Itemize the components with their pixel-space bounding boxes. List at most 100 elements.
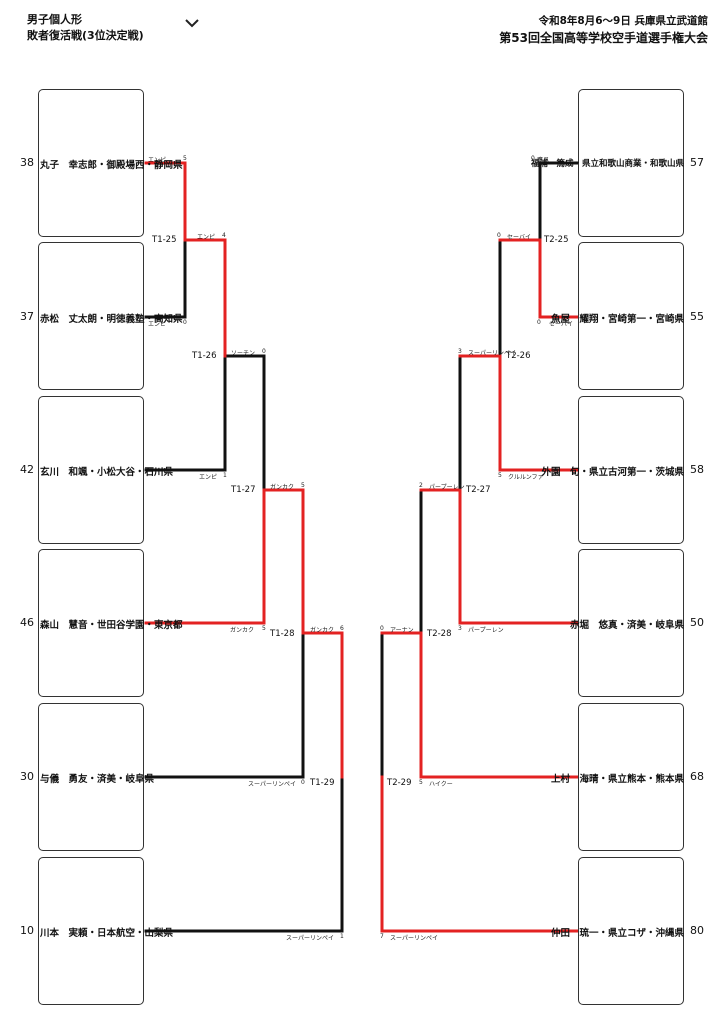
kata-name: ガンカク bbox=[230, 627, 255, 634]
kata-score: 6 bbox=[340, 625, 344, 632]
kata-name: パープーレン bbox=[429, 484, 465, 491]
kata-score: 5 bbox=[262, 625, 266, 632]
category-title: 男子個人形 bbox=[27, 13, 82, 26]
player-card-right-3[interactable] bbox=[578, 396, 684, 544]
match-label: T1-25 bbox=[152, 235, 177, 245]
header-right: 令和8年8月6～9日 兵庫県立武道館 第53回全国高等学校空手道選手権大会 bbox=[499, 14, 708, 47]
player-card-right-4[interactable] bbox=[578, 549, 684, 697]
kata-score: 0 bbox=[380, 625, 384, 632]
kata-name: ハイクー bbox=[429, 781, 453, 788]
date-venue: 令和8年8月6～9日 兵庫県立武道館 bbox=[538, 15, 708, 27]
player-card-right-5[interactable] bbox=[578, 703, 684, 851]
winner-line bbox=[380, 775, 579, 933]
kata-score: 3 bbox=[458, 348, 462, 355]
kata-name: ガンカク bbox=[270, 484, 295, 491]
player-card-right-6[interactable] bbox=[578, 857, 684, 1005]
player-name: 赤松 丈太朗・明徳義塾・高知県 bbox=[40, 314, 183, 325]
kata-score: 0 bbox=[497, 232, 501, 239]
player-card-left-4[interactable] bbox=[38, 549, 144, 697]
seed-number: 68 bbox=[690, 770, 704, 783]
seed-number: 37 bbox=[20, 310, 34, 323]
subtitle: 敗者復活戦(3位決定戦) bbox=[27, 29, 144, 42]
seed-number: 30 bbox=[20, 770, 34, 783]
seed-number: 80 bbox=[690, 924, 704, 937]
kata-score: 7 bbox=[380, 933, 384, 940]
kata-name: エンピ bbox=[148, 157, 167, 164]
kata-score: 2 bbox=[419, 482, 423, 489]
header-left: 男子個人形 敗者復活戦(3位決定戦) bbox=[27, 12, 144, 44]
player-card-left-3[interactable] bbox=[38, 396, 144, 544]
match-label: T2-29 bbox=[387, 778, 412, 788]
player-name: 玄川 和颯・小松大谷・石川県 bbox=[40, 467, 174, 478]
bracket-line bbox=[223, 354, 266, 492]
kata-score: 0 bbox=[183, 319, 187, 326]
winner-line bbox=[144, 161, 227, 358]
player-card-left-6[interactable] bbox=[38, 857, 144, 1005]
kata-score: 5 bbox=[183, 155, 187, 162]
player-name: 与儀 勇友・済美・岐阜県 bbox=[40, 774, 155, 785]
match-label: T1-28 bbox=[270, 629, 295, 639]
kata-score: 4 bbox=[222, 232, 226, 239]
seed-number: 50 bbox=[690, 616, 704, 629]
kata-name: ソーチン bbox=[231, 350, 256, 357]
player-card-left-5[interactable] bbox=[38, 703, 144, 851]
seed-number: 46 bbox=[20, 616, 34, 629]
match-label: T2-26 bbox=[506, 351, 531, 361]
player-card-right-1[interactable] bbox=[578, 89, 684, 237]
player-name: 外園 旬・県立古河第一・茨城県 bbox=[541, 467, 684, 478]
kata-score: 5 bbox=[498, 472, 502, 479]
match-label: T2-27 bbox=[466, 485, 491, 495]
match-label: T2-28 bbox=[427, 629, 452, 639]
bracket-line bbox=[144, 631, 305, 779]
kata-name: 鷹爪 bbox=[537, 157, 550, 164]
match-label: T2-25 bbox=[544, 235, 569, 245]
seed-number: 58 bbox=[690, 463, 704, 476]
chevron-down-icon[interactable] bbox=[183, 16, 201, 30]
kata-name: セーバイ bbox=[507, 234, 531, 241]
player-name: 赤堀 悠真・済美・岐阜県 bbox=[569, 620, 684, 631]
kata-name: エンピ bbox=[148, 321, 167, 328]
player-name: 上村 海晴・県立熊本・熊本県 bbox=[550, 774, 684, 785]
winner-line bbox=[380, 631, 579, 779]
player-card-right-2[interactable] bbox=[578, 242, 684, 390]
kata-name: パープーレン bbox=[468, 627, 504, 634]
kata-name: スーパーリンペイ bbox=[286, 935, 334, 942]
kata-name: アーナン bbox=[390, 627, 414, 634]
bracket-line bbox=[144, 238, 187, 319]
kata-name: スーパーリンペイ bbox=[248, 781, 296, 788]
match-label: T1-27 bbox=[231, 485, 256, 495]
kata-score: 3 bbox=[458, 625, 462, 632]
player-card-left-2[interactable] bbox=[38, 242, 144, 390]
kata-name: セーバイ bbox=[549, 321, 573, 328]
player-name: 仲田 琉一・県立コザ・沖縄県 bbox=[550, 928, 684, 939]
bracket-line bbox=[538, 161, 579, 242]
match-label: T1-26 bbox=[192, 351, 217, 361]
kata-score: 1 bbox=[340, 933, 344, 940]
kata-name: スーパーリンペイ bbox=[390, 935, 438, 942]
tournament-title: 第53回全国高等学校空手道選手権大会 bbox=[499, 31, 708, 45]
kata-score: 0 bbox=[301, 779, 305, 786]
kata-score: 1 bbox=[223, 472, 227, 479]
kata-score: 5 bbox=[419, 779, 423, 786]
kata-score: 0 bbox=[537, 319, 541, 326]
match-label: T1-29 bbox=[310, 778, 335, 788]
player-name: 福浦 篤成・県立和歌山商業・和歌山県 bbox=[530, 159, 684, 169]
kata-score: 0 bbox=[262, 348, 266, 355]
seed-number: 10 bbox=[20, 924, 34, 937]
player-name: 丸子 幸志郎・御殿場西・静岡県 bbox=[40, 160, 183, 171]
seed-number: 55 bbox=[690, 310, 704, 323]
seed-number: 38 bbox=[20, 156, 34, 169]
kata-name: エンピ bbox=[197, 234, 216, 241]
seed-number: 57 bbox=[690, 156, 704, 169]
player-name: 魚屋 耀翔・宮崎第一・宮崎県 bbox=[550, 314, 684, 325]
kata-score: 5 bbox=[301, 482, 305, 489]
player-card-left-1[interactable] bbox=[38, 89, 144, 237]
kata-name: ガンカク bbox=[310, 627, 335, 634]
kata-name: スーパーリンペイ bbox=[468, 350, 516, 357]
bracket-line bbox=[144, 354, 227, 472]
bracket-line bbox=[144, 775, 344, 933]
winner-line bbox=[144, 488, 344, 779]
kata-name: エンピ bbox=[199, 474, 218, 481]
kata-name: クルルンファ bbox=[508, 474, 544, 481]
